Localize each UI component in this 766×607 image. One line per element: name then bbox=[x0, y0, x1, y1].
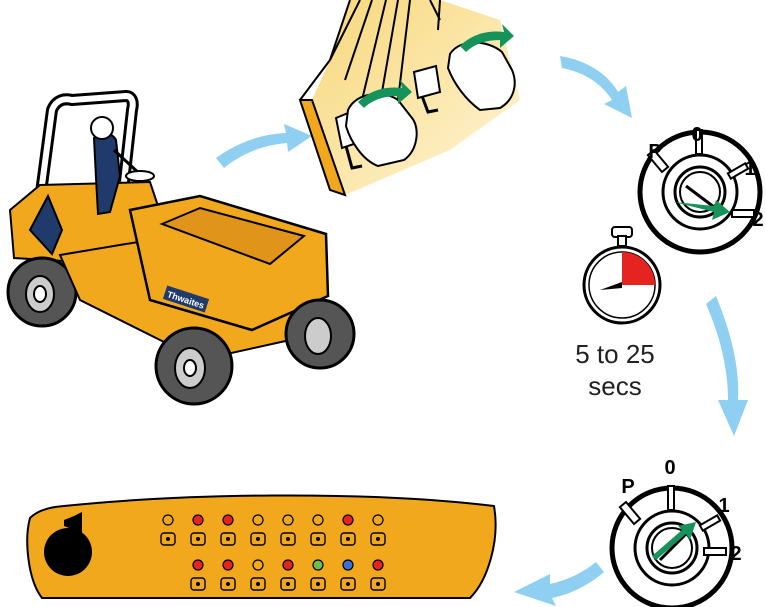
key-top-label-p: P bbox=[648, 141, 661, 163]
key-bottom-label-2: 2 bbox=[730, 543, 741, 565]
indicator-lamp-green bbox=[313, 560, 323, 570]
indicator-icon-mark bbox=[226, 537, 230, 541]
flow-arrow-4-icon bbox=[514, 562, 604, 606]
indicator-icon-mark bbox=[346, 537, 350, 541]
indicator-lamp-orange bbox=[283, 515, 293, 525]
key-bottom-label-1: 1 bbox=[718, 495, 729, 517]
indicator-lamp-orange bbox=[253, 515, 263, 525]
indicator-lamp-red bbox=[283, 560, 293, 570]
key-top-label-0: 0 bbox=[691, 124, 702, 146]
key-position-2-marker bbox=[732, 210, 754, 217]
indicator-lamp-orange bbox=[163, 515, 173, 525]
indicator-lamp-orange bbox=[373, 515, 383, 525]
indicator-icon-mark bbox=[286, 582, 290, 586]
key-bottom-label-p: P bbox=[621, 476, 634, 498]
dashboard-panel bbox=[27, 495, 495, 598]
indicator-lamp-red bbox=[223, 515, 233, 525]
indicator-icon-mark bbox=[256, 582, 260, 586]
timer-duration-label: 5 to 25 secs bbox=[555, 338, 675, 402]
timer-line-2: secs bbox=[555, 370, 675, 402]
indicator-icon-mark bbox=[316, 537, 320, 541]
pedals-illustration bbox=[300, 0, 520, 195]
timer-line-1: 5 to 25 bbox=[555, 338, 675, 370]
indicator-icon-mark bbox=[346, 582, 350, 586]
indicator-lamp-blue bbox=[343, 560, 353, 570]
indicator-lamp-red bbox=[193, 560, 203, 570]
key-switch-top: P 0 1 2 bbox=[640, 124, 764, 252]
indicator-lamp-red bbox=[343, 515, 353, 525]
indicator-icon-mark bbox=[226, 582, 230, 586]
flow-arrow-1-icon bbox=[216, 124, 312, 168]
indicator-icon-mark bbox=[376, 537, 380, 541]
indicator-icon-mark bbox=[376, 582, 380, 586]
indicator-lamp-orange bbox=[253, 560, 263, 570]
indicator-icon-mark bbox=[196, 537, 200, 541]
indicator-lamp-orange bbox=[313, 515, 323, 525]
indicator-icon-mark bbox=[286, 537, 290, 541]
flow-arrow-3-icon bbox=[706, 296, 748, 436]
key-bottom-label-0: 0 bbox=[664, 457, 675, 479]
indicator-icon-mark bbox=[256, 537, 260, 541]
stopwatch-icon bbox=[584, 227, 660, 323]
indicator-lamp-red bbox=[223, 560, 233, 570]
key-top-label-1: 1 bbox=[744, 158, 755, 180]
indicator-icon-mark bbox=[316, 582, 320, 586]
ignition-keyhole bbox=[44, 528, 92, 576]
flow-arrow-2-icon bbox=[560, 56, 632, 118]
indicator-lamp-red bbox=[193, 515, 203, 525]
indicator-icon-mark bbox=[166, 537, 170, 541]
indicator-icon-mark bbox=[196, 582, 200, 586]
indicator-lamp-red bbox=[373, 560, 383, 570]
key-top-label-2: 2 bbox=[752, 209, 763, 231]
key-switch-bottom: P 0 1 2 bbox=[612, 457, 742, 607]
